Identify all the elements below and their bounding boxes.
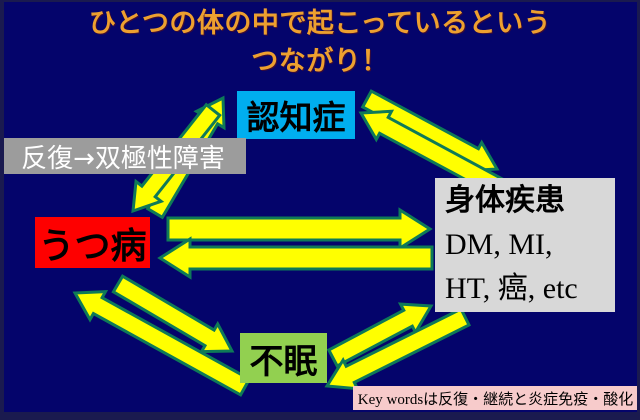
slide-edge-top [0,0,640,2]
arrow-insomnia-to-depression [72,289,252,397]
physical-disease-line-3: HT, 癌, etc [445,272,578,305]
arrow-physical-to-depression [157,236,434,280]
keywords-banner: Key wordsは反復・継続と炎症免疫・酸化 [353,386,638,410]
slide-title: ひとつの体の中で起こっているという つながり！ [0,5,640,81]
physical-disease-title: 身体疾患 [445,183,565,218]
arrow-insomnia-to-physical [326,302,434,369]
title-line-1: ひとつの体の中で起こっているという [88,8,552,39]
node-depression: うつ病 [35,217,150,268]
node-bipolar-disorder: 反復→双極性障害 [0,138,246,174]
arrow-physical-to-insomnia [324,306,472,391]
node-dementia: 認知症 [237,91,355,139]
node-physical-disease: 身体疾患 DM, MI, HT, 癌, etc [435,178,615,312]
slide-edge-left [0,0,4,420]
arrow-depression-to-physical [166,207,433,251]
arrow-depression-to-insomnia [111,274,235,354]
physical-disease-line-2: DM, MI, [445,228,553,261]
title-line-2: つながり！ [251,46,389,77]
slide-edge-bottom [0,412,640,420]
slide-edge-right [637,0,640,420]
node-insomnia: 不眠 [240,333,327,383]
